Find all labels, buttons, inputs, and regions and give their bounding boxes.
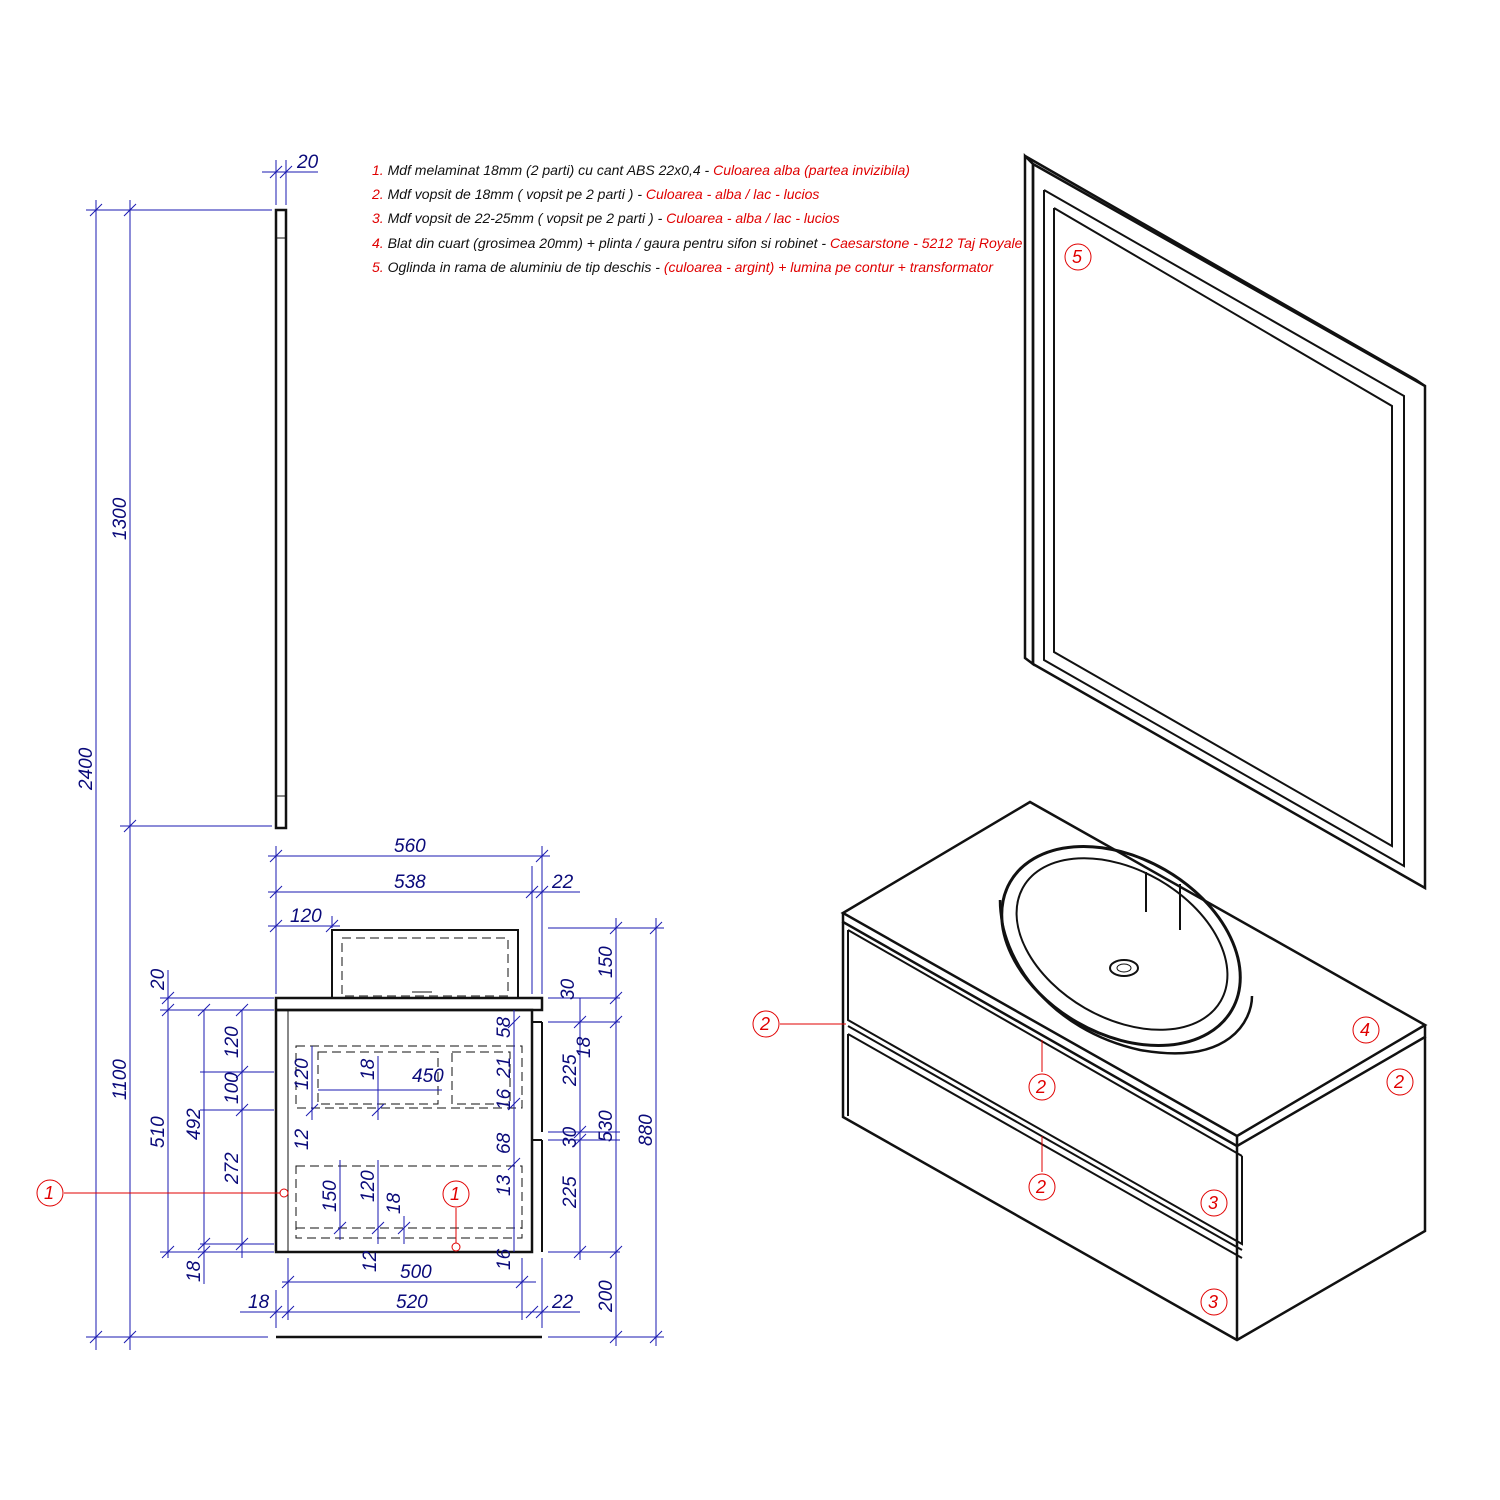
callout-1-bottom: 1 — [450, 1184, 460, 1204]
dim-mirror-thickness: 20 — [262, 152, 319, 205]
dim-text-120-front: 120 — [292, 1058, 313, 1090]
dim-text-30: 30 — [558, 978, 579, 1000]
dim-text-22-top: 22 — [551, 872, 574, 893]
dim-text-30-mid: 30 — [560, 1126, 581, 1148]
dim-text-12-b: 12 — [360, 1250, 381, 1272]
legend-line-2: 2. Mdf vopsit de 18mm ( vopsit pe 2 part… — [371, 186, 819, 202]
dim-text-16-b: 16 — [494, 1248, 515, 1270]
dim-text-272: 272 — [222, 1152, 243, 1185]
callouts-isometric: 2 2 2 4 2 3 3 — [752, 1010, 1414, 1316]
dim-text-880: 880 — [636, 1114, 657, 1146]
callouts-side-view: 1 1 — [36, 1179, 470, 1252]
mirror-side-view — [274, 208, 288, 830]
dim-text-21: 21 — [494, 1057, 515, 1079]
dim-vanity-widths: 560 538 22 120 — [268, 836, 580, 994]
mirror-isometric: 5 — [1023, 152, 1427, 891]
callout-2-lower-front: 2 — [1035, 1177, 1046, 1197]
legend-line-5: 5. Oglinda in rama de aluminiu de tip de… — [372, 259, 994, 275]
dim-text-100: 100 — [222, 1072, 243, 1104]
dim-text-58: 58 — [494, 1016, 515, 1038]
dim-text-150: 150 — [596, 946, 617, 978]
dim-text-12-a: 12 — [292, 1128, 313, 1150]
dim-text-20-top: 20 — [148, 968, 169, 991]
callout-5-circle — [1064, 243, 1092, 271]
dim-text-2400: 2400 — [76, 747, 97, 791]
dim-text-16-a: 16 — [494, 1088, 515, 1110]
dim-text-200: 200 — [596, 1280, 617, 1313]
legend-line-3: 3. Mdf vopsit de 22-25mm ( vopsit pe 2 p… — [372, 210, 840, 226]
dim-text-225-bottom: 225 — [560, 1176, 581, 1209]
dim-text-18-drawer-b: 18 — [384, 1192, 405, 1214]
dim-overall-vertical: 2400 1300 1100 — [76, 200, 272, 1350]
dim-text-1100: 1100 — [110, 1059, 131, 1100]
dim-text-150-drawer: 150 — [320, 1180, 341, 1212]
dim-text-13: 13 — [494, 1174, 515, 1196]
dim-text-520: 520 — [396, 1292, 428, 1313]
callout-2-upper-front: 2 — [1035, 1077, 1046, 1097]
dim-text-225-top: 225 — [560, 1054, 581, 1087]
dim-text-22-bottom: 22 — [551, 1292, 574, 1313]
dim-drawer-interior: 58 21 16 68 13 16 120 12 18 450 150 120 … — [292, 1010, 521, 1272]
dim-vanity-right-vertical: 150 200 30 530 225 18 30 225 880 — [548, 918, 664, 1346]
legend-line-4: 4. Blat din cuart (grosimea 20mm) + plin… — [372, 235, 1023, 251]
callout-3-lower: 3 — [1208, 1292, 1218, 1312]
callout-3-upper: 3 — [1208, 1193, 1218, 1213]
callout-4: 4 — [1360, 1020, 1370, 1040]
vanity-side-view — [274, 929, 544, 1339]
dim-text-492: 492 — [184, 1108, 205, 1140]
callout-2-side: 2 — [1393, 1072, 1404, 1092]
dim-text-560: 560 — [394, 836, 426, 857]
dim-text-500: 500 — [400, 1262, 432, 1283]
vanity-isometric — [840, 800, 1428, 1342]
dim-text-120-drawer-b: 120 — [358, 1170, 379, 1202]
dim-text-18-gap: 18 — [574, 1036, 595, 1058]
dim-text-450: 450 — [412, 1066, 444, 1087]
material-legend: 1. Mdf melaminat 18mm (2 parti) cu cant … — [371, 162, 1023, 275]
callout-2-front-edge: 2 — [759, 1014, 770, 1034]
dim-text-68: 68 — [494, 1132, 515, 1154]
dim-text-120-upper: 120 — [222, 1026, 243, 1058]
legend-line-1: 1. Mdf melaminat 18mm (2 parti) cu cant … — [372, 162, 910, 178]
dim-text-120-sink: 120 — [290, 906, 322, 927]
dim-text-530: 530 — [596, 1110, 617, 1142]
callout-1-left: 1 — [44, 1183, 54, 1203]
dim-text-18-side: 18 — [248, 1292, 270, 1313]
dim-text-20: 20 — [296, 152, 319, 173]
dim-text-18-drawer: 18 — [358, 1058, 379, 1080]
dim-text-1300: 1300 — [110, 497, 131, 540]
dim-text-18-base: 18 — [184, 1260, 205, 1282]
dim-text-538: 538 — [394, 872, 426, 893]
dim-text-510: 510 — [148, 1116, 169, 1148]
callout-5: 5 — [1072, 247, 1083, 267]
dim-vanity-bottom-widths: 500 520 18 22 — [240, 1258, 580, 1328]
dim-vanity-left-vertical: 20 510 492 18 120 100 272 — [148, 968, 274, 1284]
